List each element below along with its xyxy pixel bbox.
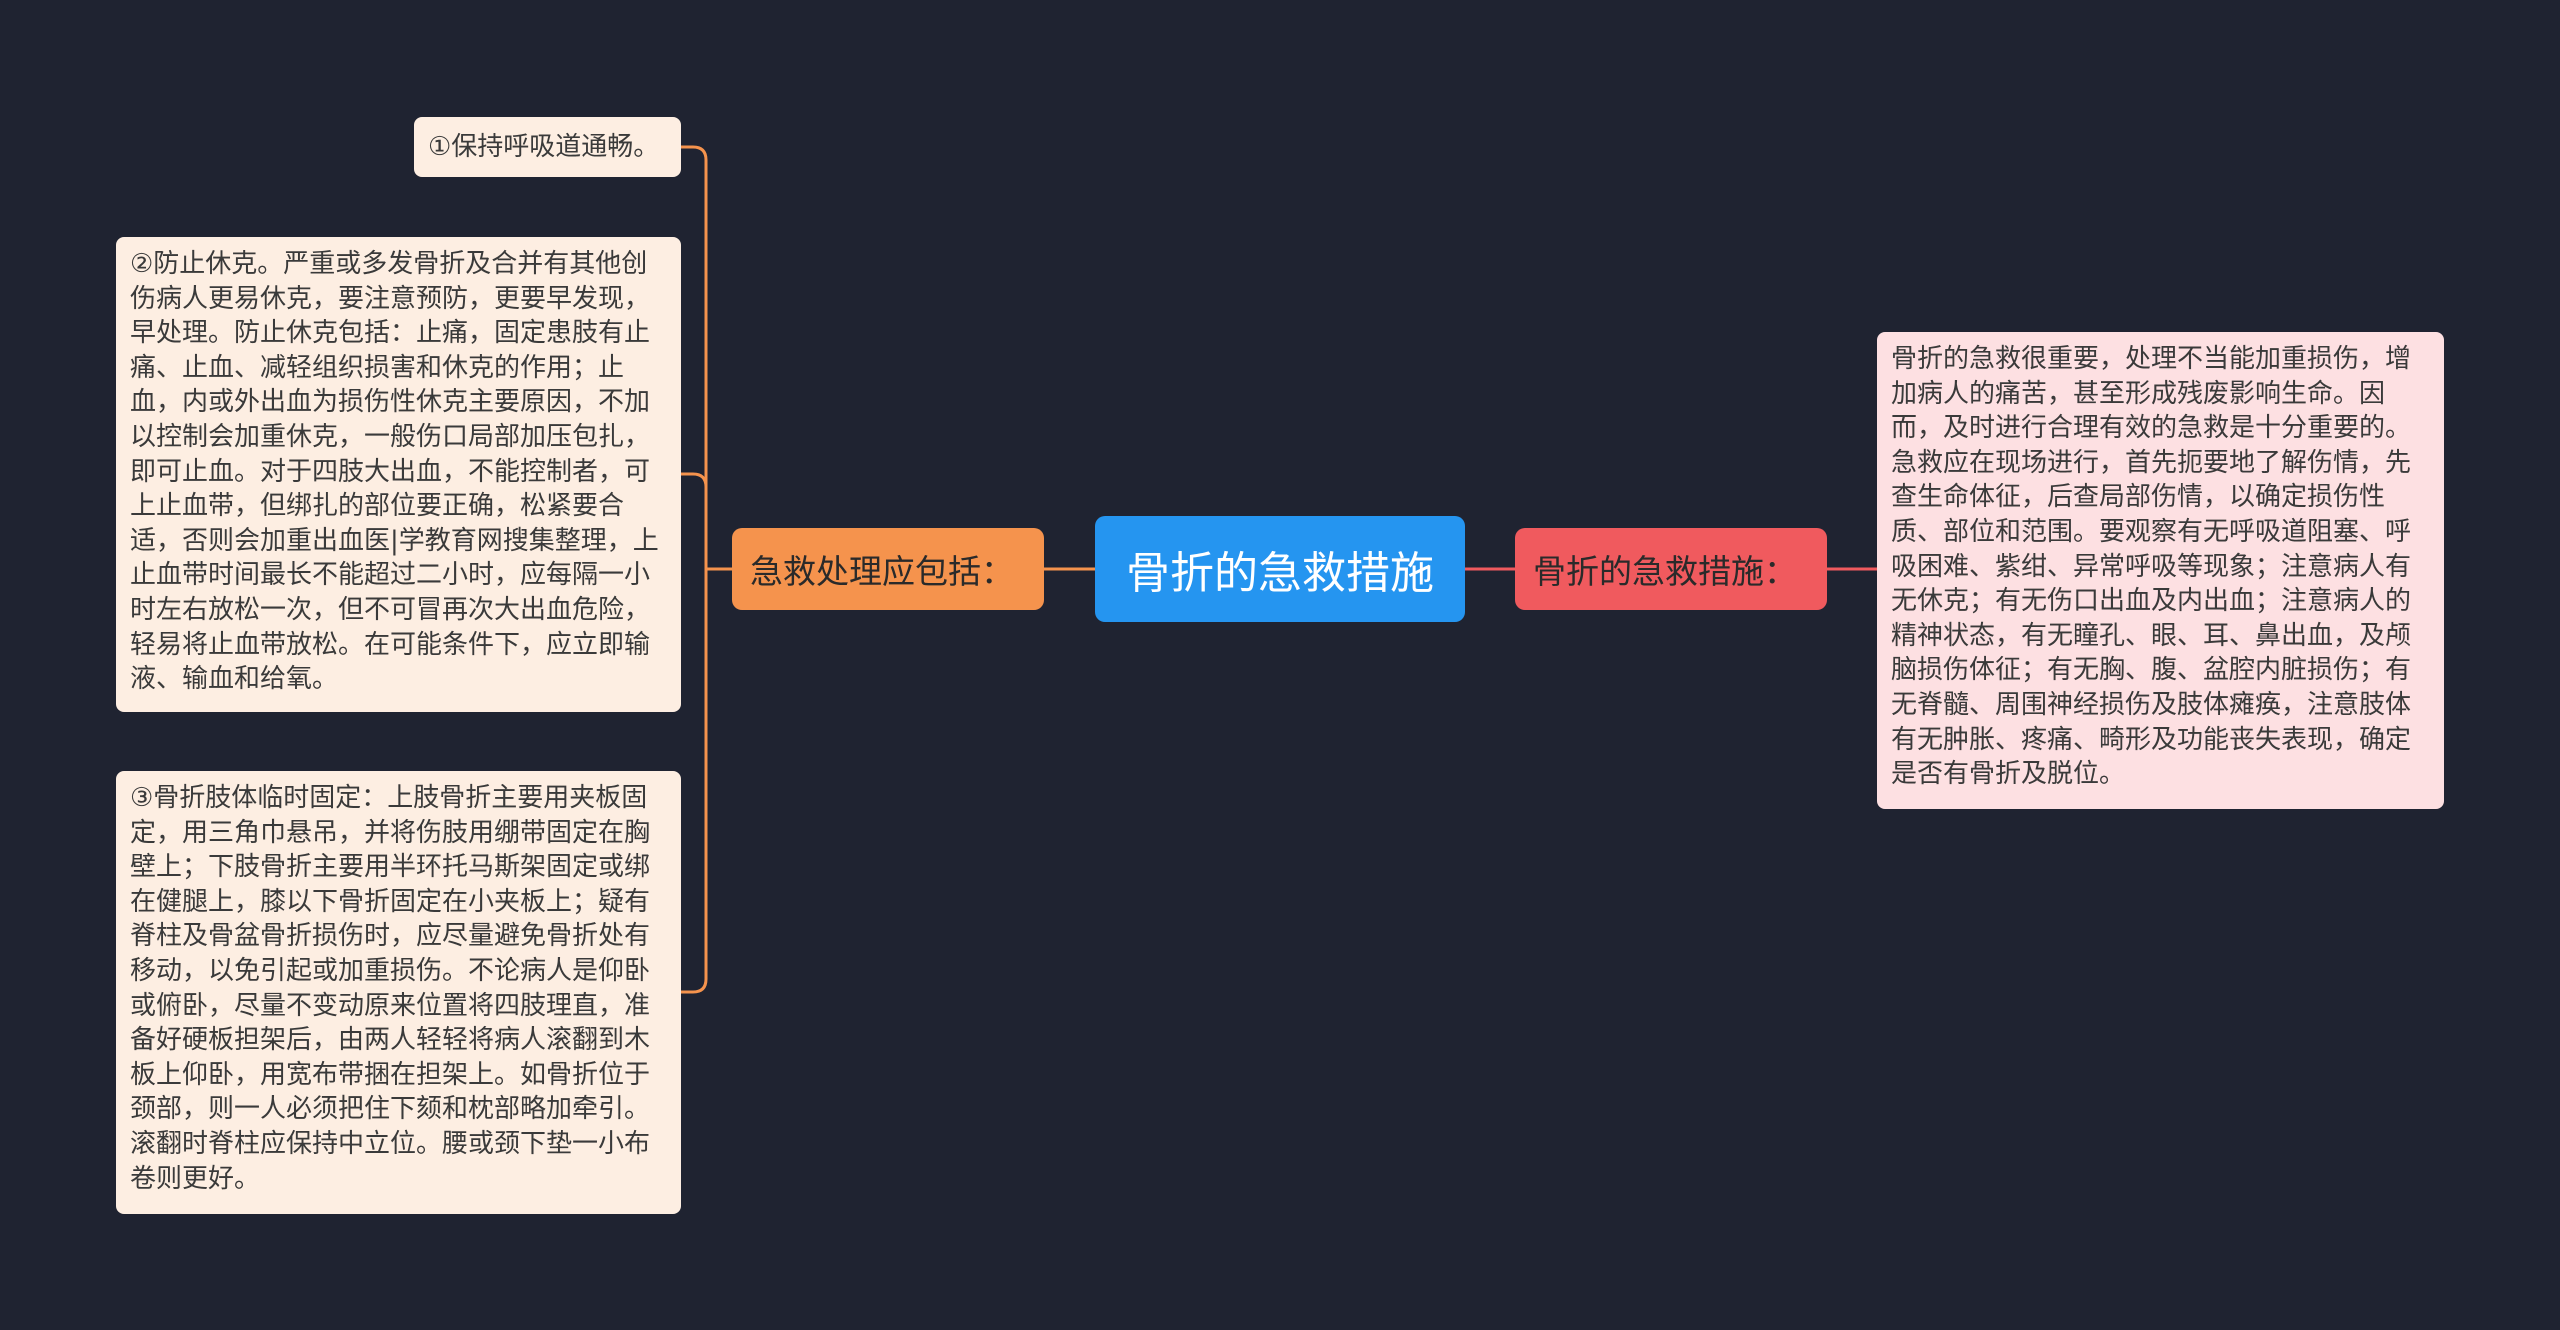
leaf-node-airway[interactable]: ①保持呼吸道通畅。 (414, 117, 681, 177)
connector-left-leaf-2 (681, 472, 708, 569)
left-branch-node[interactable]: 急救处理应包括： (732, 528, 1044, 610)
leaf-node-shock[interactable]: ②防止休克。严重或多发骨折及合并有其他创伤病人更易休克，要注意预防，更要早发现，… (116, 237, 681, 712)
leaf-text: 骨折的急救很重要，处理不当能加重损伤，增加病人的痛苦，甚至形成残废影响生命。因而… (1891, 344, 2412, 790)
leaf-text: ①保持呼吸道通畅。 (428, 131, 660, 162)
leaf-text: ②防止休克。严重或多发骨折及合并有其他创伤病人更易休克，要注意预防，更要早发现，… (130, 249, 659, 695)
connector-left-leaf-3 (681, 569, 708, 994)
root-node[interactable]: 骨折的急救措施 (1095, 516, 1465, 622)
connector-left-leaf-1 (681, 145, 732, 571)
leaf-node-fixation[interactable]: ③骨折肢体临时固定：上肢骨折主要用夹板固定，用三角巾悬吊，并将伤肢用绷带固定在胸… (116, 771, 681, 1214)
root-label: 骨折的急救措施 (1126, 548, 1434, 599)
leaf-node-overview[interactable]: 骨折的急救很重要，处理不当能加重损伤，增加病人的痛苦，甚至形成残废影响生命。因而… (1877, 332, 2444, 809)
right-branch-label: 骨折的急救措施： (1533, 552, 1797, 591)
left-branch-label: 急救处理应包括： (750, 552, 1014, 591)
right-branch-node[interactable]: 骨折的急救措施： (1515, 528, 1827, 610)
leaf-text: ③骨折肢体临时固定：上肢骨折主要用夹板固定，用三角巾悬吊，并将伤肢用绷带固定在胸… (130, 783, 651, 1194)
